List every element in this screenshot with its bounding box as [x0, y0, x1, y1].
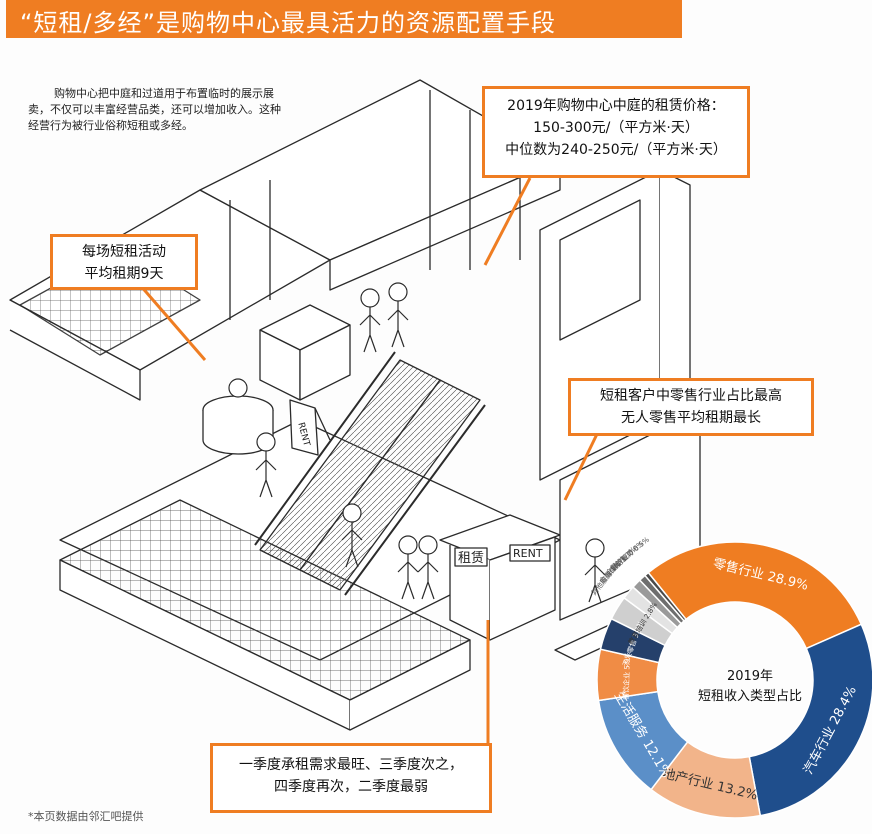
- intro-paragraph: 购物中心把中庭和过道用于布置临时的展示展卖，不仅可以丰富经营品类，还可以增加收入…: [28, 87, 281, 132]
- price-callout: 2019年购物中心中庭的租赁价格： 150-300元/（平方米·天） 中位数为2…: [482, 86, 750, 178]
- season-callout-line: 四季度再次，二季度最弱: [274, 779, 428, 795]
- kiosk-sign-cn: 租赁: [458, 551, 484, 566]
- retail-callout: 短租客户中零售行业占比最高 无人零售平均租期最长: [568, 378, 814, 436]
- donut-slice-label: 餐饮企业 5.9%: [621, 651, 632, 700]
- donut-slice: [647, 541, 863, 650]
- retail-callout-line: 无人零售平均租期最长: [621, 410, 761, 426]
- chart-title-line2: 短租收入类型占比: [697, 689, 802, 704]
- duration-callout-line: 平均租期9天: [84, 266, 164, 282]
- donut-slice: [643, 571, 688, 622]
- chart-title-line1: 2019年: [726, 669, 774, 684]
- price-callout-line: 中位数为240-250元/（平方米·天）: [505, 142, 727, 158]
- duration-callout: 每场短租活动 平均租期9天: [50, 234, 198, 290]
- duration-callout-line: 每场短租活动: [82, 244, 166, 260]
- kiosk-sign-en: RENT: [513, 547, 543, 560]
- footnote: *本页数据由邻汇吧提供: [28, 810, 144, 823]
- donut-slice: [748, 623, 872, 817]
- donut-slice-label: 餐饮服务 0.5%: [608, 535, 651, 573]
- title-banner: “短租/多经”是购物中心最具活力的资源配置手段: [6, 0, 682, 38]
- season-callout: 一季度承租需求最旺、三季度次之， 四季度再次，二季度最弱: [210, 743, 492, 813]
- retail-callout-line: 短租客户中零售行业占比最高: [600, 388, 782, 404]
- price-callout-line: 150-300元/（平方米·天）: [533, 120, 699, 136]
- season-callout-line: 一季度承租需求最旺、三季度次之，: [239, 757, 463, 773]
- page-title: “短租/多经”是购物中心最具活力的资源配置手段: [20, 9, 556, 37]
- price-callout-line: 2019年购物中心中庭的租赁价格：: [507, 98, 725, 114]
